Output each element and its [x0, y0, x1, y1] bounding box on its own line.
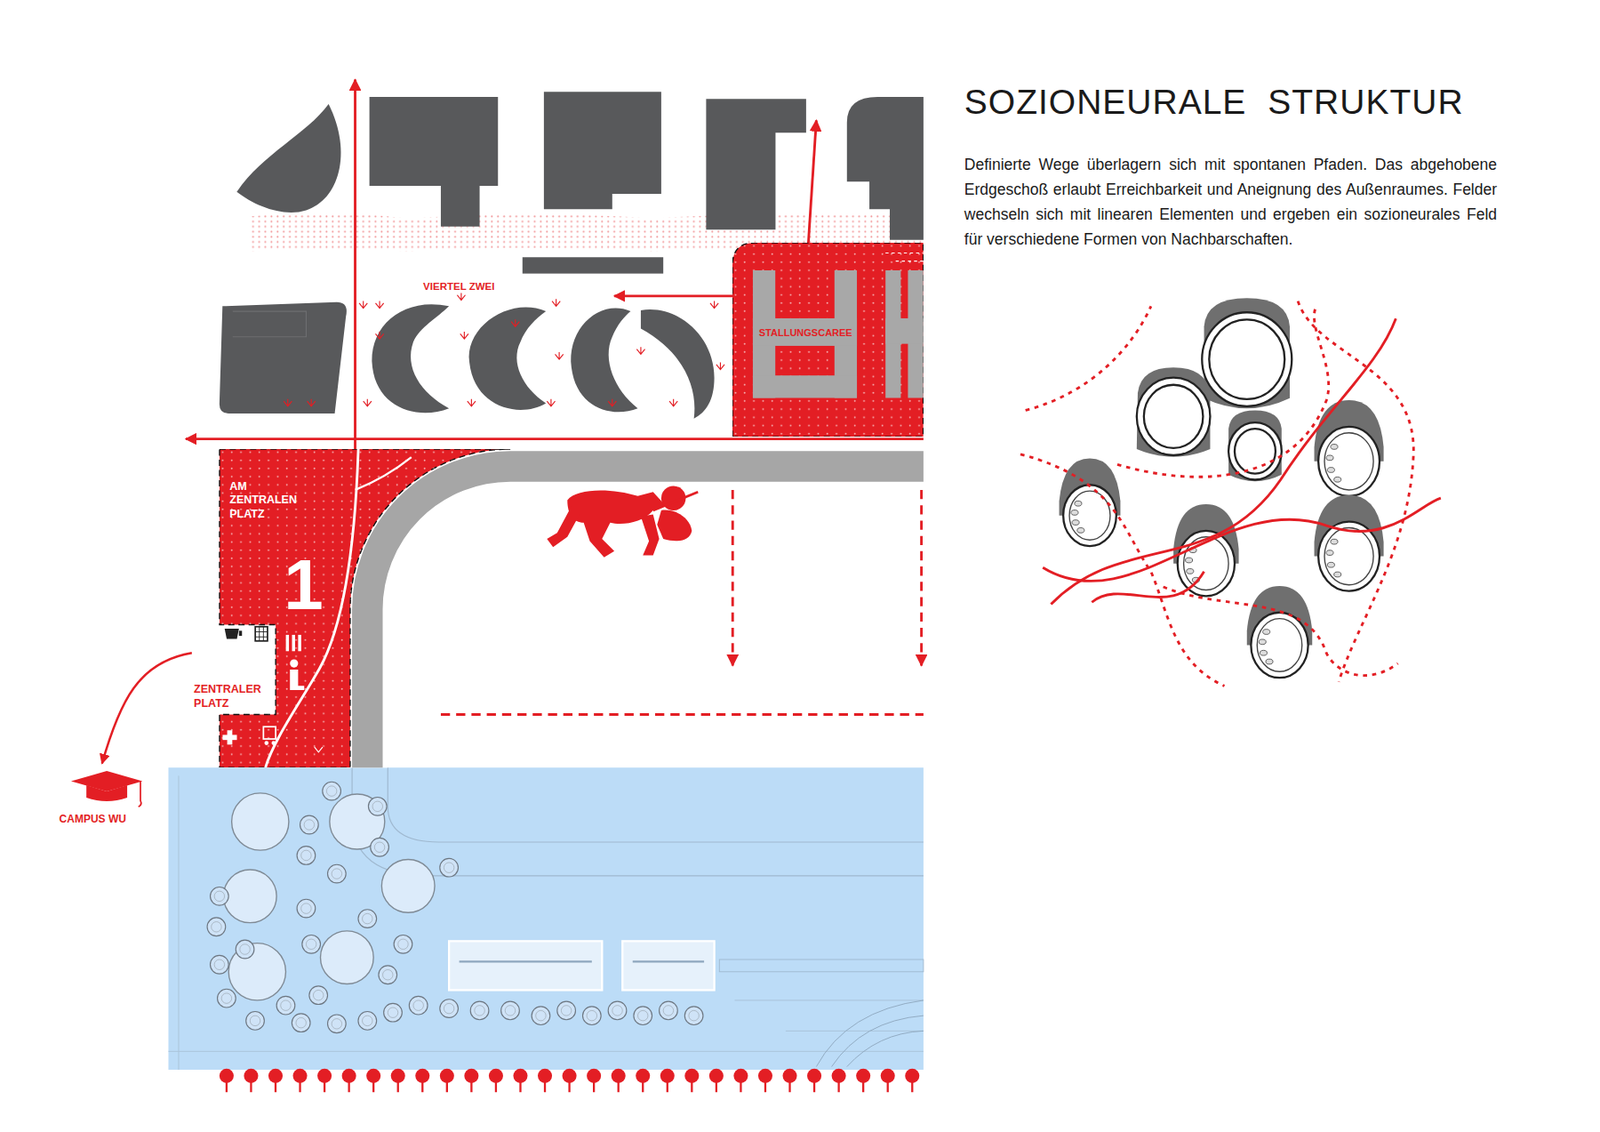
area-label: VIERTEL ZWEI [421, 280, 496, 292]
map-field: CAMPUS WU [50, 763, 153, 832]
callout-number: 1 [283, 549, 324, 621]
map-field: STALLUNGSCAREE [732, 242, 924, 437]
path-connector [102, 652, 192, 763]
field-label: ZENTRALER PLATZ [193, 682, 267, 711]
field-label: CAMPUS WU [59, 812, 127, 825]
map-field: AM ZENTRALEN PLATZ 1ZENTRALER PLATZ [192, 448, 516, 768]
field-label: AM ZENTRALEN PLATZ [229, 480, 303, 522]
field-label: STALLUNGSCAREE [757, 326, 855, 340]
caption: Definierte Wege überlagern sich mit spon… [964, 152, 1497, 252]
title: SOZIONEURALE STRUKTUR [964, 81, 1464, 124]
